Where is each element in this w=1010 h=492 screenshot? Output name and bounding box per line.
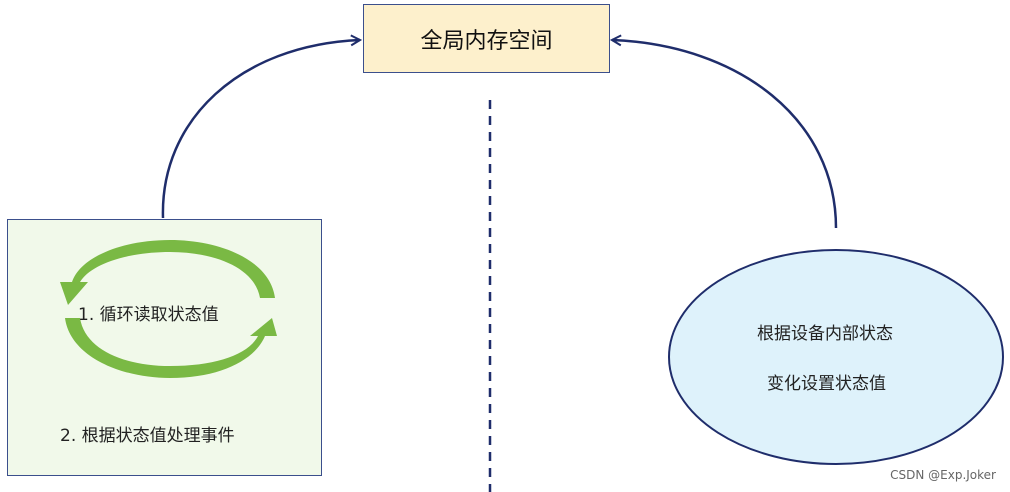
cycle-arrows-icon	[60, 240, 277, 378]
step1-label: 1. 循环读取状态值	[78, 305, 219, 325]
left-arrow-to-memory	[161, 40, 360, 219]
device-ellipse	[668, 249, 1004, 465]
step2-label: 2. 根据状态值处理事件	[60, 426, 235, 446]
global-memory-box: 全局内存空间	[363, 4, 610, 73]
watermark: CSDN @Exp.Joker	[890, 468, 996, 482]
right-arrow-to-memory	[612, 40, 838, 229]
device-label-line2: 变化设置状态值	[767, 374, 886, 394]
device-label-line1: 根据设备内部状态	[757, 324, 893, 344]
event-loop-box	[7, 219, 322, 476]
